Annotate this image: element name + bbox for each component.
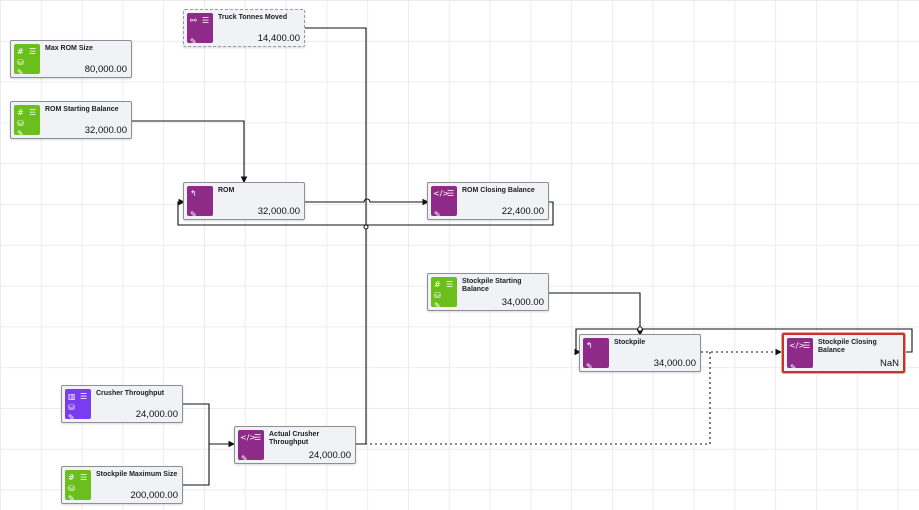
node-value: NaN <box>879 358 899 369</box>
connector-stockpile-loop <box>574 328 913 356</box>
node-title: Truck Tonnes Moved <box>218 14 288 21</box>
node-title: Max ROM Size <box>45 45 93 52</box>
code-icon: </> <box>433 189 450 198</box>
hash-icon: # <box>434 280 441 289</box>
edit-icon[interactable]: ✎ <box>68 413 75 422</box>
node-value: 24,000.00 <box>135 409 178 420</box>
edit-icon[interactable]: ✎ <box>190 210 197 219</box>
node-title: Crusher Throughput <box>96 390 165 397</box>
edit-icon[interactable]: ✎ <box>790 363 797 372</box>
edit-icon[interactable]: ✎ <box>586 362 593 371</box>
node-title: ROM Closing Balance <box>462 187 535 194</box>
menu-icon[interactable]: ☰ <box>202 16 210 25</box>
hash-icon: # <box>68 473 75 482</box>
menu-icon[interactable]: ☰ <box>80 473 88 482</box>
node-color-strip: ⚯ ☰ ✎ <box>187 13 213 46</box>
connector-rom-start-to-rom <box>131 120 248 184</box>
stock-icon: ⛁ <box>17 58 24 67</box>
node-value: 22,400.00 <box>501 206 544 217</box>
menu-icon[interactable]: ☰ <box>446 280 454 289</box>
node-title: Actual Crusher Throughput <box>269 431 320 446</box>
link-icon: ⚯ <box>190 16 197 25</box>
node-title: Stockpile Closing Balance <box>818 339 877 354</box>
node-title: Stockpile Starting Balance <box>462 278 522 293</box>
menu-icon[interactable]: ☰ <box>29 108 37 117</box>
code-icon: </> <box>789 341 806 350</box>
node-stockpile[interactable]: ↰ ✎ Stockpile 34,000.00 <box>579 334 701 372</box>
connector-dotted-actual <box>355 352 711 445</box>
stock-icon: ⛁ <box>17 119 24 128</box>
node-value: 34,000.00 <box>501 297 544 308</box>
chart-icon: ▥ <box>68 392 76 401</box>
node-stockpile-closing-balance[interactable]: </> ☰ ✎ Stockpile Closing Balance NaN <box>782 333 905 373</box>
connector-stockpile-max <box>182 444 210 486</box>
node-title: Stockpile Maximum Size <box>96 471 178 478</box>
node-stockpile-starting-balance[interactable]: # ☰ ⛁ ✎ Stockpile Starting Balance 34,00… <box>427 273 549 311</box>
node-value: 32,000.00 <box>84 125 127 136</box>
node-value: 24,000.00 <box>308 450 351 461</box>
node-value: 32,000.00 <box>257 206 300 217</box>
connector-stockpile-start <box>548 292 644 337</box>
node-crusher-throughput[interactable]: ▥ ☰ ⛁ ✎ Crusher Throughput 24,000.00 <box>61 385 183 423</box>
node-max-rom-size[interactable]: # ☰ ⛁ ✎ Max ROM Size 80,000.00 <box>10 40 132 78</box>
node-color-strip: # ☰ ⛁ ✎ <box>431 277 457 310</box>
node-value: 80,000.00 <box>84 64 127 75</box>
stock-icon: ⛁ <box>434 291 441 300</box>
node-color-strip: ▥ ☰ ⛁ ✎ <box>65 389 91 422</box>
node-color-strip: </> ☰ ✎ <box>431 186 457 219</box>
node-color-strip: </> ☰ ✎ <box>787 338 813 372</box>
menu-icon[interactable]: ☰ <box>80 392 88 401</box>
edit-icon[interactable]: ✎ <box>17 68 24 77</box>
connector-crusher <box>182 403 236 448</box>
menu-icon[interactable]: ☰ <box>29 47 37 56</box>
code-icon: </> <box>240 433 257 442</box>
node-color-strip: # ☰ ⛁ ✎ <box>65 470 91 503</box>
edit-icon[interactable]: ✎ <box>68 494 75 503</box>
flow-icon: ↰ <box>190 189 197 198</box>
node-title: ROM Starting Balance <box>45 106 119 113</box>
stock-icon: ⛁ <box>68 403 75 412</box>
node-value: 14,400.00 <box>257 33 300 44</box>
node-rom[interactable]: ↰ ✎ ROM 32,000.00 <box>183 182 305 220</box>
menu-icon[interactable]: ☰ <box>254 433 262 442</box>
edit-icon[interactable]: ✎ <box>17 129 24 138</box>
edit-icon[interactable]: ✎ <box>434 301 441 310</box>
node-truck-tonnes-moved[interactable]: ⚯ ☰ ✎ Truck Tonnes Moved 14,400.00 <box>183 9 305 47</box>
edit-icon[interactable]: ✎ <box>190 37 197 46</box>
node-title: Stockpile <box>614 339 646 346</box>
flow-icon: ↰ <box>586 341 593 350</box>
node-value: 200,000.00 <box>130 490 178 501</box>
node-color-strip: </> ☰ ✎ <box>238 430 264 463</box>
node-stockpile-maximum-size[interactable]: # ☰ ⛁ ✎ Stockpile Maximum Size 200,000.0… <box>61 466 183 504</box>
node-color-strip: ↰ ✎ <box>583 338 609 371</box>
node-rom-starting-balance[interactable]: # ☰ ⛁ ✎ ROM Starting Balance 32,000.00 <box>10 101 132 139</box>
node-color-strip: # ☰ ⛁ ✎ <box>14 105 40 138</box>
hash-icon: # <box>17 47 24 56</box>
connector-rom-to-closing <box>305 198 430 206</box>
node-title: ROM <box>218 187 235 194</box>
node-actual-crusher-throughput[interactable]: </> ☰ ✎ Actual Crusher Throughput 24,000… <box>234 426 356 464</box>
node-color-strip: ↰ ✎ <box>187 186 213 219</box>
node-rom-closing-balance[interactable]: </> ☰ ✎ ROM Closing Balance 22,400.00 <box>427 182 549 220</box>
menu-icon[interactable]: ☰ <box>803 341 811 350</box>
hash-icon: # <box>17 108 24 117</box>
node-value: 34,000.00 <box>653 358 696 369</box>
edit-icon[interactable]: ✎ <box>241 454 248 463</box>
menu-icon[interactable]: ☰ <box>447 189 455 198</box>
edit-icon[interactable]: ✎ <box>434 210 441 219</box>
connector-truck-tonnes <box>305 27 367 445</box>
stock-icon: ⛁ <box>68 484 75 493</box>
node-color-strip: # ☰ ⛁ ✎ <box>14 44 40 77</box>
